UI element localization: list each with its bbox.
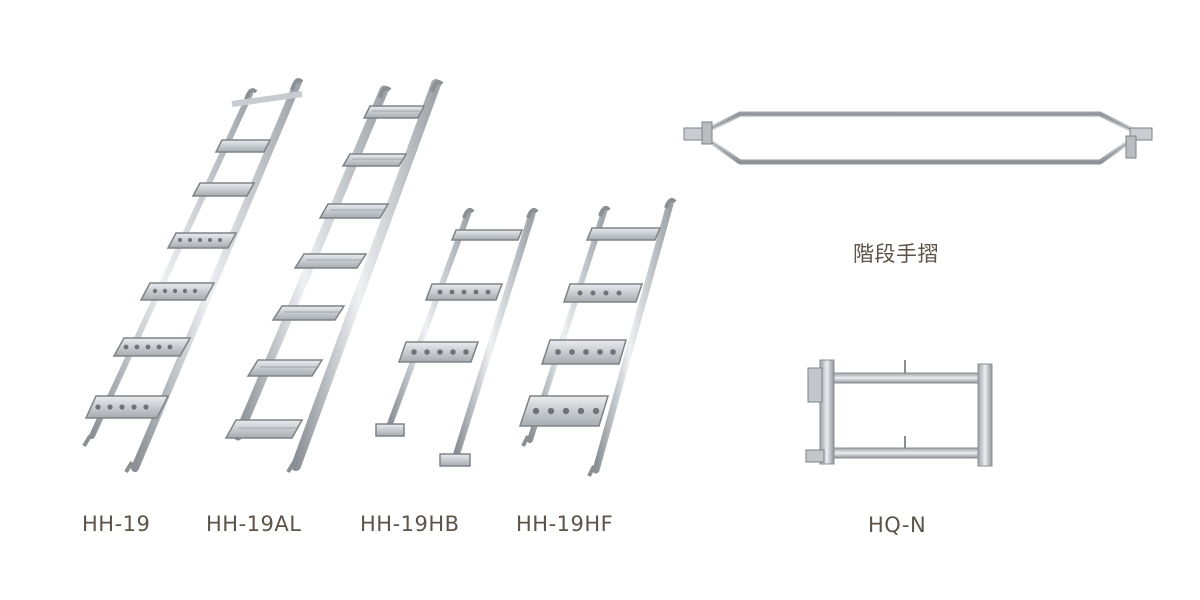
- ladder-hh-19-image: [82, 78, 304, 474]
- hq-n-frame-image: [805, 359, 993, 467]
- product-code-hh-19hf: HH-19HF: [516, 512, 614, 536]
- ladder-hh-19al-image: [224, 79, 444, 474]
- product-code-hh-19: HH-19: [82, 512, 151, 536]
- ladder-hh-19hb-image: [375, 208, 539, 467]
- product-code-hh-19hb: HH-19HB: [360, 512, 460, 536]
- product-code-hq-n: HQ-N: [868, 513, 927, 537]
- ladder-hh-19hf-image: [518, 198, 677, 477]
- handrail-caption: 階段手摺: [853, 242, 939, 266]
- product-code-hh-19al: HH-19AL: [206, 512, 302, 536]
- stair-handrail-image: [683, 111, 1153, 165]
